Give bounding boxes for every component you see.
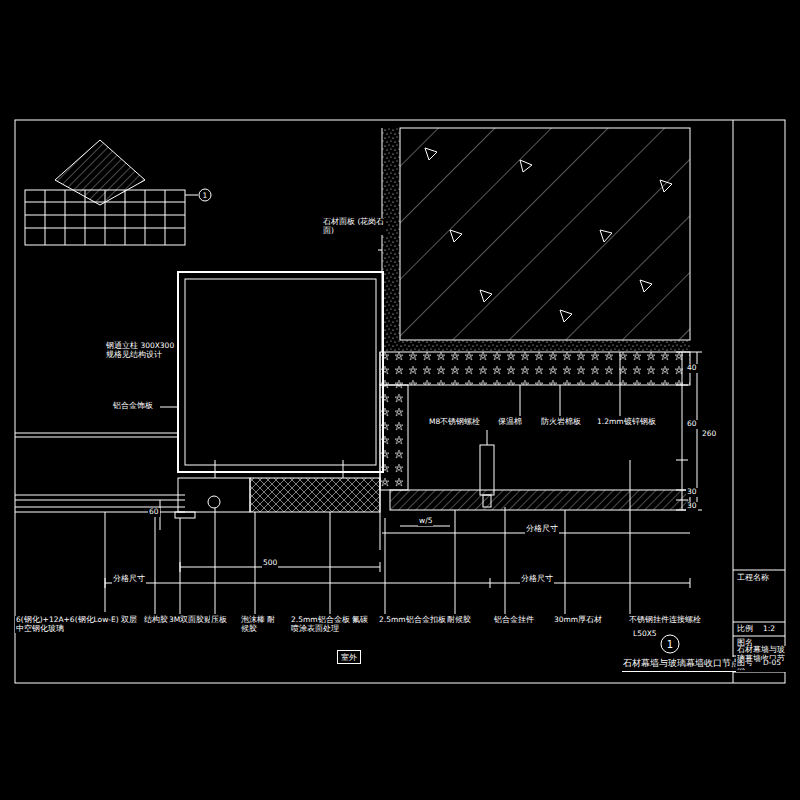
callout-circle: 1: [660, 634, 680, 654]
titleblock-cell: 比例: [736, 625, 754, 634]
dimension: 60: [148, 508, 160, 517]
dimension: w/5: [418, 517, 433, 526]
dimension: 分格尺寸: [520, 575, 554, 584]
dimension: 30: [686, 488, 698, 497]
part-label: 铝合金挂件: [493, 616, 535, 625]
part-label: M8不锈钢螺栓: [428, 418, 481, 427]
node-text: 室外: [341, 652, 357, 663]
part-label: L50X5: [632, 630, 658, 639]
titleblock-cell: 1:2: [762, 625, 776, 634]
dimension: 30: [686, 502, 698, 511]
part-label: 3M双面胶贴: [168, 616, 213, 625]
node-text: 1: [667, 639, 673, 650]
callout-circle: 1: [198, 188, 212, 202]
node-text: 1: [203, 191, 208, 200]
part-label: 30mm厚石材: [553, 616, 603, 625]
dimension: 分格尺寸: [525, 525, 559, 534]
part-label: 1.2mm镀锌钢板: [596, 418, 657, 427]
outside-box: 室外: [337, 650, 361, 664]
part-label: 2.5mm铝合金扣板: [378, 616, 447, 625]
part-label: 不锈钢挂件连接螺栓: [628, 616, 702, 625]
dimension: 40: [686, 364, 698, 373]
part-label: 2.5mm铝合金板 氟碳喷涂表面处理: [290, 616, 372, 633]
part-label: 耐候胶: [446, 616, 472, 625]
part-label: 钢通立柱 300X300 规格见结构设计: [105, 342, 177, 359]
dimension: 260: [701, 430, 717, 439]
dimension: 60: [686, 420, 698, 429]
part-label: 结构胶: [143, 616, 169, 625]
part-label: 泡沫棒 耐候胶: [240, 616, 284, 633]
drawing-title: 石材幕墙与玻璃幕墙收口节点: [622, 657, 741, 672]
part-label: 石材面板 (花岗石面): [322, 218, 386, 235]
part-label: 防火岩棉板: [540, 418, 582, 427]
titleblock-cell: 工程名称: [736, 574, 770, 583]
part-label: 压板: [210, 616, 228, 625]
dimension: 500: [262, 559, 278, 568]
titleblock-cell: D-05: [762, 659, 782, 668]
part-label: 铝合金饰板: [112, 402, 154, 411]
part-label: 保温棉: [497, 418, 523, 427]
dimension: 分格尺寸: [112, 575, 146, 584]
titleblock-cell: 图号: [736, 659, 754, 668]
part-label: 6(钢化)+12A+6(钢化Low-E) 双层中空钢化玻璃: [15, 616, 142, 633]
